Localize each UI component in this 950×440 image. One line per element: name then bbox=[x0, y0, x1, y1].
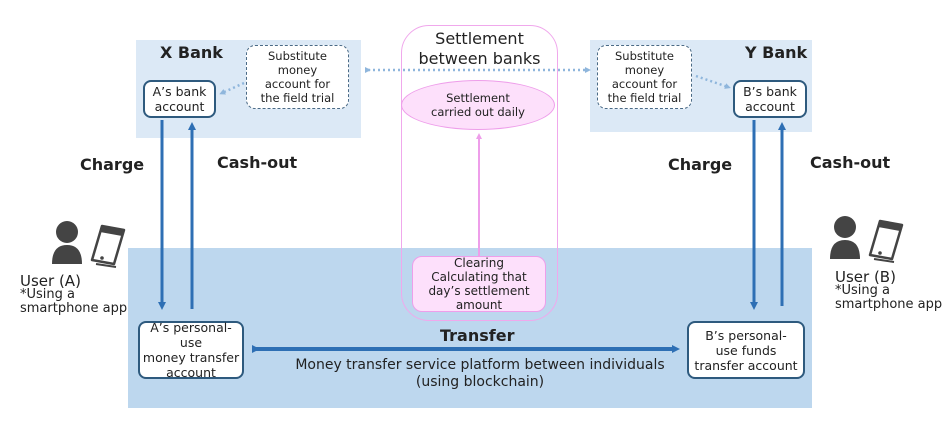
y-substitute-account: Substitute money account for the field t… bbox=[597, 45, 692, 109]
b-transfer-account-line: B’s personal- bbox=[705, 327, 787, 343]
a-bank-account-line: account bbox=[154, 99, 205, 114]
y-substitute-line: Substitute bbox=[615, 49, 674, 63]
x-substitute-line: Substitute bbox=[268, 49, 327, 63]
user-a-icons bbox=[50, 218, 130, 268]
x-substitute-line: account for bbox=[264, 77, 331, 91]
clearing-line: amount bbox=[455, 298, 503, 312]
platform-caption-line: Money transfer service platform between … bbox=[295, 357, 665, 373]
user-a-note: *Using a bbox=[20, 287, 75, 302]
clearing-line: day’s settlement bbox=[428, 284, 530, 298]
charge-label-right: Charge bbox=[668, 155, 733, 174]
platform-caption: Money transfer service platform between … bbox=[270, 357, 690, 391]
x-substitute-account: Substitute money account for the field t… bbox=[246, 45, 349, 109]
y-substitute-line: account for bbox=[611, 77, 678, 91]
clearing-line: Clearing bbox=[454, 256, 504, 270]
y-bank-title: Y Bank bbox=[745, 43, 808, 62]
cashout-label-right: Cash-out bbox=[810, 153, 891, 172]
smartphone-icon bbox=[868, 219, 904, 263]
settlement-title-line: Settlement bbox=[435, 29, 524, 48]
x-substitute-line: money bbox=[277, 63, 318, 77]
charge-label-left: Charge bbox=[80, 155, 145, 174]
a-transfer-account: A’s personal-use money transfer account bbox=[138, 320, 244, 380]
x-substitute-line: the field trial bbox=[260, 91, 335, 105]
user-a-name: User (A) bbox=[20, 272, 81, 290]
x-bank-title: X Bank bbox=[160, 43, 223, 62]
a-bank-account: A’s bank account bbox=[143, 80, 216, 118]
settlement-daily-node: Settlement carried out daily bbox=[401, 80, 555, 130]
user-a-note: smartphone app bbox=[20, 301, 128, 316]
transfer-label: Transfer bbox=[440, 326, 515, 345]
settlement-title: Settlement between banks bbox=[401, 29, 558, 69]
settlement-title-line: between banks bbox=[418, 49, 541, 68]
user-a-label: User (A) *Using a smartphone app bbox=[20, 274, 127, 316]
b-transfer-account-line: use funds bbox=[715, 342, 777, 358]
y-substitute-line: the field trial bbox=[607, 91, 682, 105]
smartphone-icon bbox=[90, 224, 126, 268]
user-b-name: User (B) bbox=[835, 268, 896, 286]
a-bank-account-line: A’s bank bbox=[152, 84, 207, 99]
user-b-note: smartphone app bbox=[835, 297, 943, 312]
settlement-daily-line: Settlement bbox=[446, 91, 510, 105]
b-bank-account-line: account bbox=[745, 99, 795, 114]
b-bank-account: B’s bank account bbox=[733, 80, 807, 118]
user-b-label: User (B) *Using a smartphone app bbox=[835, 270, 942, 312]
b-transfer-account: B’s personal- use funds transfer account bbox=[687, 321, 805, 379]
a-transfer-account-line: money transfer bbox=[142, 350, 240, 365]
settlement-daily-line: carried out daily bbox=[431, 105, 525, 119]
cashout-label-left: Cash-out bbox=[217, 153, 298, 172]
user-b-note: *Using a bbox=[835, 283, 890, 298]
clearing-node: Clearing Calculating that day’s settleme… bbox=[412, 256, 546, 312]
user-b-icons bbox=[830, 213, 910, 263]
b-transfer-account-line: transfer account bbox=[694, 357, 798, 373]
person-icon bbox=[52, 221, 82, 264]
a-transfer-account-line: account bbox=[166, 365, 216, 380]
settlement-frame bbox=[401, 25, 558, 321]
platform-caption-line: (using blockchain) bbox=[415, 374, 545, 390]
b-bank-account-line: B’s bank bbox=[743, 84, 797, 99]
y-substitute-line: money bbox=[624, 63, 665, 77]
a-transfer-account-line: A’s personal-use bbox=[150, 320, 232, 350]
person-icon bbox=[830, 216, 860, 259]
clearing-line: Calculating that bbox=[431, 270, 527, 284]
